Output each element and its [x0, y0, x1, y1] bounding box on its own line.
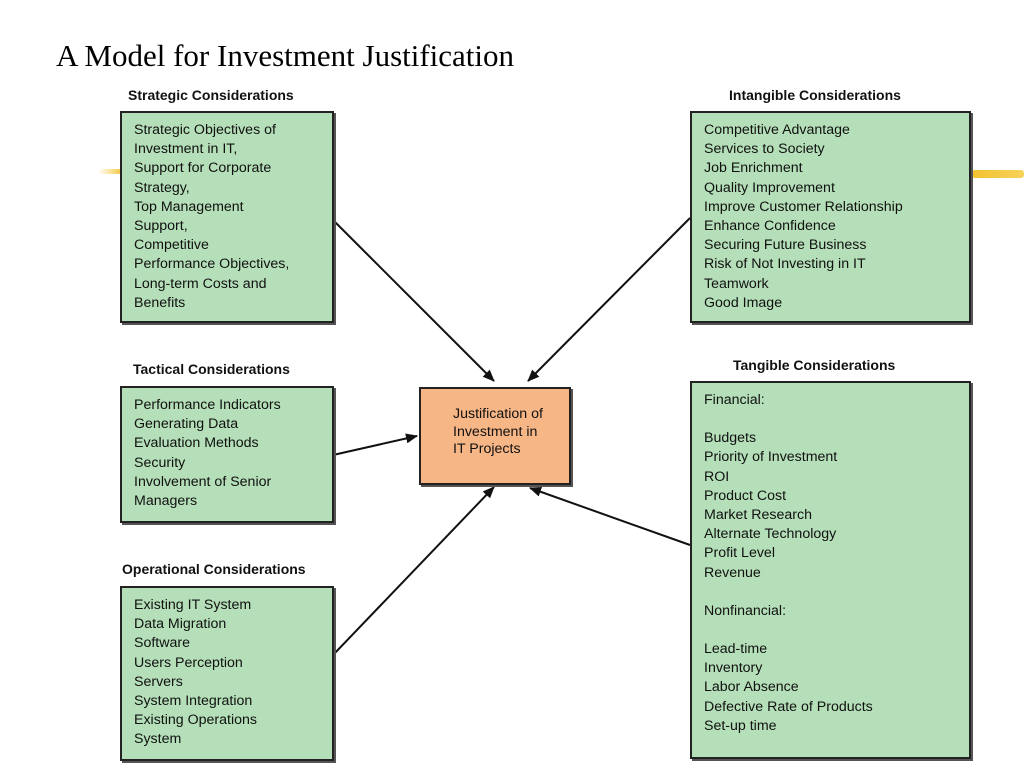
list-item: Investment in IT, — [134, 141, 238, 158]
list-item: Set-up time — [704, 717, 777, 734]
list-item: Security — [134, 454, 186, 471]
list-item: Labor Absence — [704, 679, 799, 696]
list-item: System — [134, 731, 182, 748]
list-item: Managers — [134, 493, 198, 510]
list-item: Improve Customer Relationship — [704, 198, 903, 215]
list-item: Servers — [134, 673, 183, 690]
intangible-box: Competitive Advantage Services to Societ… — [690, 111, 971, 323]
list-item: Top Management — [134, 198, 244, 215]
tactical-list: Performance Indicators Generating Data E… — [134, 396, 320, 511]
justification-line: IT Projects — [453, 441, 521, 458]
tangible-list: Financial: Budgets Priority of Investmen… — [704, 391, 957, 736]
list-item: Teamwork — [704, 275, 769, 292]
list-item: Existing Operations — [134, 712, 258, 729]
arrow-tangible — [529, 486, 691, 546]
justification-box: Justification of Investment in IT Projec… — [419, 387, 571, 485]
list-item: Risk of Not Investing in IT — [704, 256, 866, 273]
nonfinancial-heading: Nonfinancial: — [704, 602, 787, 619]
intangible-list: Competitive Advantage Services to Societ… — [704, 121, 957, 313]
list-item: Performance Objectives, — [134, 256, 290, 273]
tactical-heading: Tactical Considerations — [133, 361, 290, 377]
list-item: Involvement of Senior — [134, 473, 272, 490]
operational-box: Existing IT System Data Migration Softwa… — [120, 586, 334, 761]
justification-line: Justification of — [453, 406, 543, 422]
arrow-operational — [332, 486, 495, 656]
intangible-heading: Intangible Considerations — [729, 87, 901, 103]
justification-line: Investment in — [453, 423, 538, 440]
list-item: Evaluation Methods — [134, 435, 259, 452]
list-item: Securing Future Business — [704, 237, 867, 254]
tactical-box: Performance Indicators Generating Data E… — [120, 386, 334, 523]
list-item: Defective Rate of Products — [704, 698, 873, 715]
list-item: Alternate Technology — [704, 526, 837, 543]
operational-heading: Operational Considerations — [122, 561, 306, 577]
list-item: Job Enrichment — [704, 160, 803, 177]
list-item: Benefits — [134, 294, 186, 311]
strategic-box: Strategic Objectives of Investment in IT… — [120, 111, 334, 323]
list-item: Lead-time — [704, 641, 768, 658]
list-item: Data Migration — [134, 616, 227, 633]
arrow-strategic — [332, 219, 495, 382]
list-item: Generating Data — [134, 416, 239, 433]
list-item: Priority of Investment — [704, 449, 838, 466]
list-item: Budgets — [704, 430, 757, 447]
list-item: Strategy, — [134, 179, 190, 196]
list-item: Strategic Objectives of — [134, 122, 276, 138]
strategic-list: Strategic Objectives of Investment in IT… — [134, 121, 320, 313]
list-item: Market Research — [704, 507, 813, 524]
strategic-heading: Strategic Considerations — [128, 87, 294, 103]
tangible-heading: Tangible Considerations — [733, 357, 896, 373]
arrow-tactical — [332, 433, 418, 456]
list-item: Existing IT System — [134, 597, 252, 613]
operational-list: Existing IT System Data Migration Softwa… — [134, 596, 320, 750]
list-item: Support, — [134, 218, 188, 235]
list-item: Long-term Costs and — [134, 275, 267, 292]
list-item: Support for Corporate — [134, 160, 272, 177]
list-item: Good Image — [704, 294, 783, 311]
list-item: ROI — [704, 468, 730, 485]
financial-heading: Financial: — [704, 392, 765, 408]
list-item: Quality Improvement — [704, 179, 835, 196]
tangible-box: Financial: Budgets Priority of Investmen… — [690, 381, 971, 759]
list-item: Competitive — [134, 237, 209, 254]
list-item: Performance Indicators — [134, 397, 281, 413]
list-item: Users Perception — [134, 654, 243, 671]
list-item: Software — [134, 635, 190, 652]
list-item: Inventory — [704, 660, 763, 677]
list-item: Product Cost — [704, 487, 787, 504]
list-item: Competitive Advantage — [704, 122, 850, 138]
accent-bar-right — [972, 170, 1024, 178]
slide-title: A Model for Investment Justification — [56, 38, 515, 73]
list-item: Revenue — [704, 564, 761, 581]
list-item: Profit Level — [704, 545, 775, 562]
list-item: Enhance Confidence — [704, 218, 836, 235]
arrow-intangible — [527, 217, 691, 382]
list-item: Services to Society — [704, 141, 825, 158]
accent-bar-left — [98, 169, 122, 174]
list-item: System Integration — [134, 693, 253, 710]
